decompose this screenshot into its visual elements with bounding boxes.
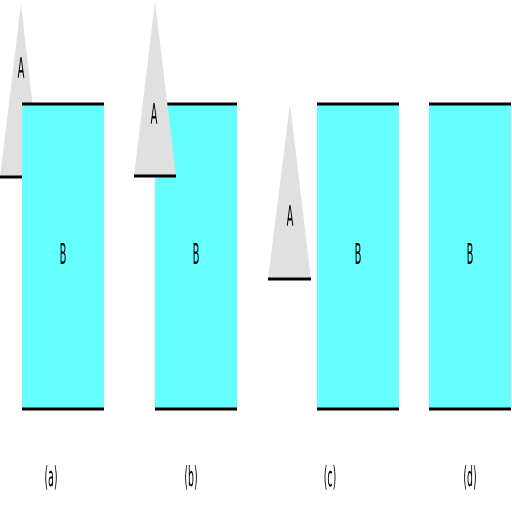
triangle-a-c (268, 104, 311, 279)
rect-b-c-label: B (355, 239, 362, 272)
rect-b-d-label: B (467, 239, 474, 272)
rect-b-d (429, 104, 511, 409)
rect-b-a-front (22, 104, 104, 409)
triangle-a-a-label: A (18, 53, 25, 86)
triangle-a-b-label: A (151, 99, 158, 132)
caption-c: (c) (324, 461, 336, 493)
caption-d: (d) (463, 461, 476, 493)
panel-c: B A (c) (268, 102, 399, 493)
rect-b-a-label-front: B (60, 239, 67, 272)
triangle-a-b (134, 2, 176, 176)
triangle-a-c-label: A (287, 201, 294, 234)
panel-b: B A (b) (134, 2, 237, 493)
panel-a: B A B(a) (0, 4, 104, 493)
caption-b: (b) (184, 461, 197, 493)
panel-d: B (d) (429, 102, 511, 493)
rect-b-c (317, 104, 399, 409)
caption-a: (a) (44, 461, 57, 493)
rect-b-b-label: B (193, 239, 200, 272)
